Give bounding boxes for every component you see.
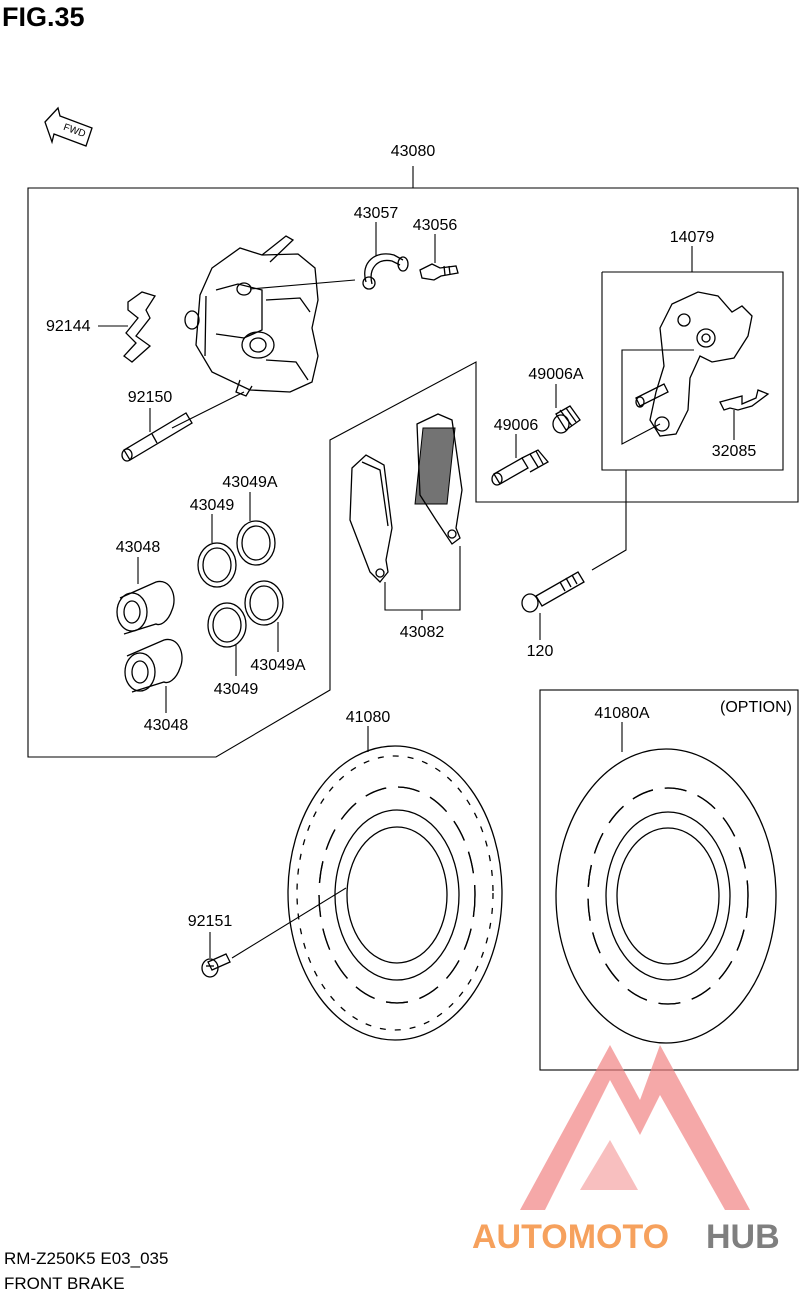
brake-disc-option — [555, 748, 777, 1044]
model-code: RM-Z250K5 E03_035 — [4, 1249, 169, 1268]
boot — [491, 449, 550, 486]
bleeder-valve — [419, 263, 459, 281]
label-disc-option: 41080A — [594, 705, 649, 722]
caliper-bolt — [521, 571, 585, 613]
label-pad-spring: 92144 — [46, 318, 91, 335]
brake-pad-front — [349, 454, 393, 583]
label-dust-seal-lower: 43049 — [214, 681, 259, 698]
watermark-brand-b: HUB — [706, 1218, 780, 1256]
label-piston-upper: 43048 — [116, 539, 161, 556]
watermark-brand-a: AUTOMOTO — [472, 1218, 669, 1256]
label-option: (OPTION) — [720, 699, 792, 716]
label-bleeder-cap: 43057 — [354, 205, 399, 222]
label-seal-upper: 43049A — [222, 474, 277, 491]
label-boot-a: 49006A — [528, 366, 583, 383]
label-boot: 49006 — [494, 417, 539, 434]
label-bolt: 120 — [527, 643, 554, 660]
bracket-outline — [601, 271, 784, 471]
label-disc-screw: 92151 — [188, 913, 233, 930]
label-dust-seal-upper: 43049 — [190, 497, 235, 514]
label-bracket-spring: 32085 — [712, 443, 757, 460]
bleeder-cap — [362, 253, 409, 290]
caliper-body — [184, 235, 319, 397]
label-caliper-assy: 43080 — [391, 143, 436, 160]
piston-seal-lower — [244, 580, 284, 626]
bracket-spring — [719, 389, 770, 411]
caliper-bracket — [635, 291, 753, 437]
boot-a — [552, 405, 581, 434]
label-piston-lower: 43048 — [144, 717, 189, 734]
label-disc: 41080 — [346, 709, 391, 726]
figure-title: FIG.35 — [2, 2, 85, 32]
piston-lower — [124, 638, 183, 693]
label-bleeder-valve: 43056 — [413, 217, 458, 234]
label-pad-pin: 92150 — [128, 389, 173, 406]
watermark-logo-icon — [520, 1045, 750, 1210]
label-brake-pads: 43082 — [400, 624, 445, 641]
dust-seal-lower — [207, 602, 247, 648]
dust-seal-upper — [197, 542, 237, 588]
pad-pin — [121, 412, 193, 462]
option-box — [539, 689, 799, 1071]
piston-seal-upper — [236, 520, 276, 566]
label-bracket: 14079 — [670, 229, 715, 246]
brake-disc — [287, 745, 503, 1041]
disc-screw — [201, 953, 231, 978]
section-name: FRONT BRAKE — [4, 1274, 125, 1293]
fwd-arrow-icon: FWD — [44, 106, 93, 147]
caliper-assembly-outline — [27, 187, 799, 758]
brake-pad-rear — [414, 413, 463, 545]
piston-upper — [116, 580, 175, 635]
pad-spring — [123, 291, 157, 363]
label-seal-lower: 43049A — [250, 657, 305, 674]
